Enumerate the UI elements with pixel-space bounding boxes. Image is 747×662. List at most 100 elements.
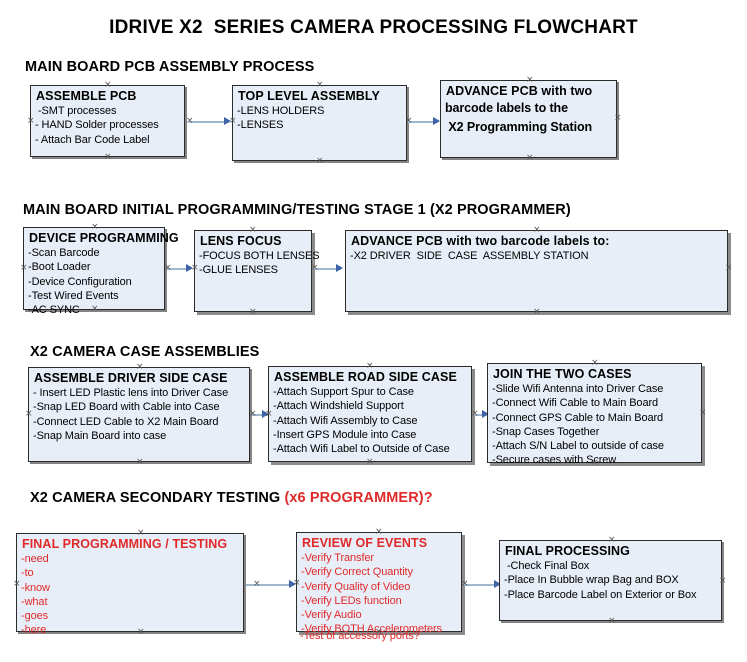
flow-box-line: -Scan Barcode (28, 247, 100, 259)
section-heading-4-text: X2 CAMERA SECONDARY TESTING (30, 490, 285, 506)
flow-box-line: -Test Wired Events (28, 289, 119, 302)
arrow-head-icon (289, 580, 296, 588)
flow-box-line: -know (21, 581, 50, 594)
flow-box-line: -Verify Audio (301, 609, 362, 622)
flow-box-line: -need (21, 553, 49, 565)
connector-line (314, 268, 341, 270)
flow-box-top-level-assembly[interactable]: TOP LEVEL ASSEMBLY -LENS HOLDERS -LENSES (232, 85, 407, 161)
flow-box-lines: - Insert LED Plastic lens into Driver Ca… (29, 386, 249, 443)
connector-line (246, 584, 294, 586)
connector-line (252, 414, 268, 416)
flow-box-title: JOIN THE TWO CASES (493, 367, 632, 381)
flow-box-line: -Snap LED Board with Cable into Case (33, 401, 220, 414)
flow-box-line: -Attach Wifi Assembly to Case (273, 414, 418, 427)
flow-box-line: -Device Configuration (28, 275, 132, 288)
flow-box-lines: -Slide Wifi Antenna into Driver Case -Co… (488, 382, 701, 468)
connector-line (474, 414, 486, 416)
flow-box-lines: -LENS HOLDERS -LENSES (233, 104, 406, 133)
flow-box-line: -Verify Correct Quantity (301, 566, 413, 579)
arrow-head-icon (482, 410, 489, 418)
flow-box-line: -Secure cases with Screw (492, 454, 617, 467)
flow-box-line: -Attach S/N Label to outside of case (492, 440, 664, 453)
flow-box-assemble-driver-side-case[interactable]: ASSEMBLE DRIVER SIDE CASE - Insert LED P… (28, 367, 250, 462)
flow-box-line: - HAND Solder processes (35, 119, 159, 132)
flow-box-line: - Attach Bar Code Label (35, 133, 150, 146)
flow-box-lines: -Scan Barcode -Boot Loader -Device Confi… (24, 246, 164, 317)
flow-box-title: ASSEMBLE ROAD SIDE CASE (274, 370, 457, 384)
flow-box-line: X2 Programming Station (445, 120, 593, 134)
connector-line (464, 584, 500, 586)
section-heading-4-accent: (x6 PROGRAMMER)? (284, 490, 433, 506)
section-heading-3: X2 CAMERA CASE ASSEMBLIES (30, 344, 260, 360)
flow-box-line: -FOCUS BOTH LENSES (199, 250, 320, 262)
flow-box-title: ASSEMBLE PCB (36, 89, 137, 103)
flow-box-title: ADVANCE PCB with two (446, 84, 593, 98)
flow-box-title: FINAL PROGRAMMING / TESTING (22, 537, 228, 551)
connector-line (167, 268, 191, 270)
flow-box-line: -to (21, 567, 34, 580)
flow-box-line: barcode labels to the (445, 101, 568, 115)
flow-box-line: -Snap Cases Together (492, 425, 600, 438)
flow-box-lines: -SMT processes - HAND Solder processes -… (31, 104, 184, 147)
flow-box-title: ADVANCE PCB with two barcode labels to: (351, 234, 610, 248)
flow-box-line: -Attach Support Spur to Case (273, 386, 414, 398)
flow-box-line: -Verify Transfer (301, 552, 374, 564)
arrow-head-icon (494, 580, 501, 588)
flow-box-lines: -Check Final Box -Place In Bubble wrap B… (500, 559, 721, 602)
flow-box-title: LENS FOCUS (200, 234, 282, 248)
page-title: IDRIVE X2 SERIES CAMERA PROCESSING FLOWC… (109, 17, 638, 38)
flow-box-line: -here (21, 624, 47, 637)
flow-box-lines: -Verify Transfer -Verify Correct Quantit… (297, 551, 461, 637)
flow-box-line: -Boot Loader (28, 261, 91, 274)
flow-box-line: -Connect Wifi Cable to Main Board (492, 397, 659, 410)
flow-box-lines: -need -to -know -what -goes -here (17, 552, 243, 638)
section-heading-2: MAIN BOARD INITIAL PROGRAMMING/TESTING S… (23, 202, 571, 218)
flow-box-device-programming[interactable]: DEVICE PROGRAMMING -Scan Barcode -Boot L… (23, 227, 179, 316)
arrow-head-icon (262, 410, 269, 418)
flow-box-title: FINAL PROCESSING (505, 544, 630, 558)
flow-box-line: -goes (21, 610, 49, 623)
flow-box-line: -what (21, 595, 48, 608)
flow-box-advance-pcb-station[interactable]: ADVANCE PCB with two barcode labels to t… (440, 80, 617, 158)
flow-box-line: -Insert GPS Module into Case (273, 428, 417, 441)
section-heading-1: MAIN BOARD PCB ASSEMBLY PROCESS (25, 59, 315, 75)
connector-line (408, 121, 438, 123)
flow-box-line: -X2 DRIVER SIDE CASE ASSEMBLY STATION (350, 250, 589, 262)
section-heading-4: X2 CAMERA SECONDARY TESTING (x6 PROGRAMM… (30, 490, 433, 506)
arrow-head-icon (224, 117, 231, 125)
flow-box-title: TOP LEVEL ASSEMBLY (238, 89, 380, 103)
flow-box-join-the-two-cases[interactable]: JOIN THE TWO CASES -Slide Wifi Antenna i… (487, 363, 702, 466)
arrow-head-icon (186, 264, 193, 272)
flow-box-lines: -X2 DRIVER SIDE CASE ASSEMBLY STATION (346, 249, 727, 263)
flow-box-line: -Connect LED Cable to X2 Main Board (33, 415, 219, 428)
flow-box-line: -Verify Quality of Video (301, 580, 411, 593)
arrow-head-icon (433, 117, 440, 125)
flow-box-line: -Slide Wifi Antenna into Driver Case (492, 383, 664, 395)
flow-box-line-overflow: -Test of accessory ports? (300, 630, 420, 642)
flow-box-lines: -Attach Support Spur to Case -Attach Win… (269, 385, 471, 456)
flow-box-lines: -FOCUS BOTH LENSES -GLUE LENSES (195, 249, 320, 278)
flow-box-title: REVIEW OF EVENTS (302, 536, 428, 550)
flow-box-title: ASSEMBLE DRIVER SIDE CASE (34, 371, 228, 385)
flow-box-assemble-road-side-case[interactable]: ASSEMBLE ROAD SIDE CASE -Attach Support … (268, 366, 472, 462)
flow-box-line: -Place In Bubble wrap Bag and BOX (504, 574, 679, 587)
flow-box-final-processing[interactable]: FINAL PROCESSING -Check Final Box -Place… (499, 540, 722, 621)
flow-box-line: -LENS HOLDERS (237, 105, 325, 117)
flow-box-line: -Attach Wifi Label to Outside of Case (273, 443, 450, 456)
arrow-head-icon (336, 264, 343, 272)
flow-box-line: -Check Final Box (504, 560, 590, 572)
flow-box-lens-focus[interactable]: LENS FOCUS -FOCUS BOTH LENSES -GLUE LENS… (194, 230, 320, 312)
flow-box-line: -GLUE LENSES (199, 264, 278, 277)
flow-box-line: -AC SYNC (28, 304, 80, 317)
flow-box-final-programming-testing[interactable]: FINAL PROGRAMMING / TESTING -need -to -k… (16, 533, 244, 636)
flow-box-line: -SMT processes (35, 105, 117, 117)
flow-box-lines: barcode labels to the X2 Programming Sta… (441, 99, 616, 137)
flow-box-line: -Verify LEDs function (301, 594, 402, 607)
flow-box-review-of-events[interactable]: REVIEW OF EVENTS -Verify Transfer -Verif… (296, 532, 462, 635)
flow-box-line: -Place Barcode Label on Exterior or Box (504, 588, 697, 601)
flow-box-assemble-pcb[interactable]: ASSEMBLE PCB -SMT processes - HAND Solde… (30, 85, 185, 157)
connector-line (189, 121, 229, 123)
flow-box-line: -Verify BOTH Accelerometers (301, 623, 442, 636)
flow-box-line: -Connect GPS Cable to Main Board (492, 411, 664, 424)
flow-box-advance-pcb-driver-side[interactable]: ADVANCE PCB with two barcode labels to: … (345, 230, 728, 312)
